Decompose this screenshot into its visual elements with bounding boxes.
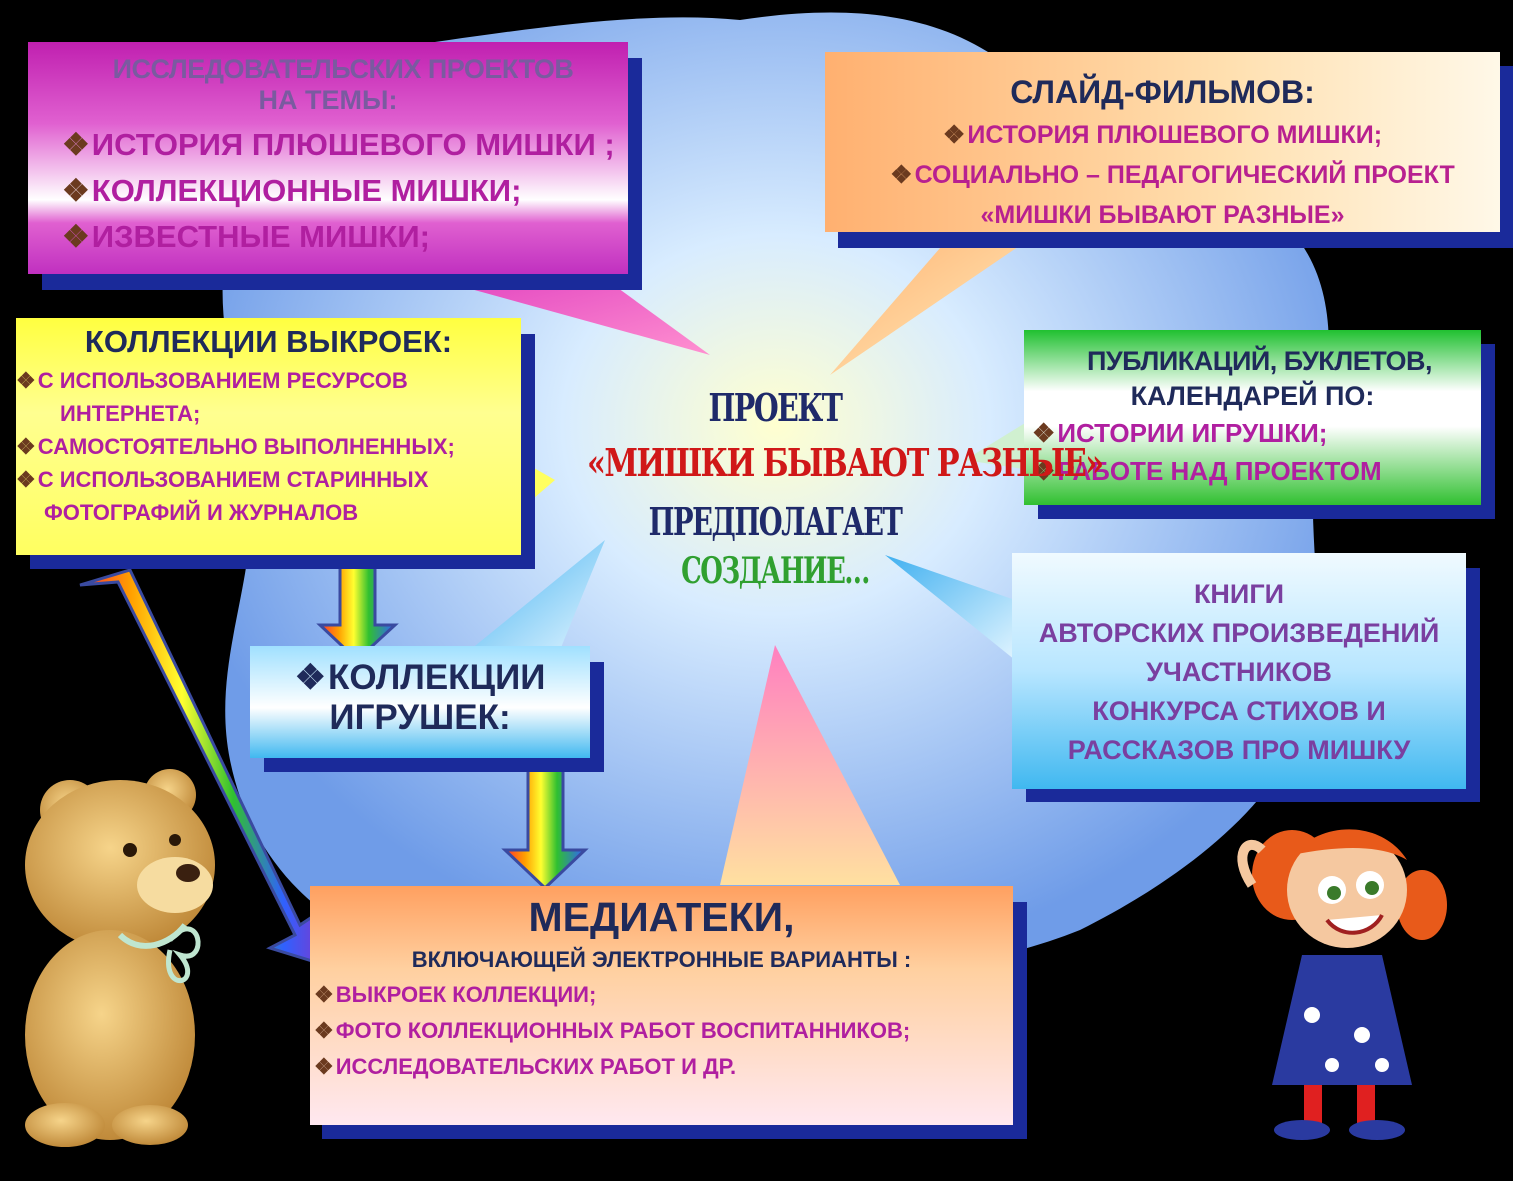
slides-tail-text: «Мишки бывают разные» — [980, 201, 1345, 229]
diamond-bullet-icon: ❖ — [62, 127, 90, 162]
list-item: ❖История плюшевого мишки ; — [62, 127, 615, 162]
center-line-3: предполагает — [648, 499, 903, 544]
diamond-bullet-icon: ❖ — [890, 161, 913, 189]
list-item: ❖История плюшевого мишки; — [942, 121, 1383, 149]
center-text: Проект «Мишки бывают разные» предполагае… — [540, 385, 1104, 592]
toys-box: ❖Коллекции игрушек: — [250, 646, 590, 758]
diamond-bullet-icon: ❖ — [314, 1018, 334, 1043]
list-item: ❖Социально – педагогический проект — [890, 161, 1455, 189]
research-tail — [420, 275, 710, 355]
books-line: конкурса стихов и — [1092, 696, 1386, 726]
books-tail — [885, 555, 1015, 660]
publications-box: Публикаций, буклетов, календарей по: ❖Ис… — [1024, 330, 1481, 505]
books-line: Книги — [1193, 579, 1285, 609]
publications-tail — [965, 420, 1030, 470]
list-item: ❖Самостоятельно выполненных; — [16, 434, 455, 459]
diamond-bullet-icon: ❖ — [16, 467, 36, 492]
diamond-bullet-icon: ❖ — [62, 219, 90, 254]
list-item: ❖Коллекционные мишки; — [62, 173, 522, 208]
diamond-bullet-icon: ❖ — [1032, 456, 1056, 486]
center-line-1: Проект — [708, 385, 843, 430]
books-box: Книги авторских произведений участников … — [1012, 553, 1466, 789]
publications-title-2: календарей по: — [1130, 381, 1375, 411]
diamond-bullet-icon: ❖ — [16, 368, 36, 393]
diamond-bullet-icon: ❖ — [16, 434, 36, 459]
list-item: ❖С использованием ресурсов — [16, 368, 408, 393]
slides-tail — [830, 225, 1050, 375]
diamond-bullet-icon: ❖ — [942, 121, 966, 149]
media-subtitle: включающей электронные варианты : — [411, 947, 912, 972]
patterns-title: Коллекции выкроек: — [84, 324, 453, 359]
books-line: участников — [1146, 657, 1332, 687]
toys-tail — [470, 540, 605, 650]
list-item: ❖Известные мишки; — [62, 219, 430, 254]
research-title-2: на темы: — [258, 85, 398, 115]
center-line-2: «Мишки бывают разные» — [587, 440, 1104, 485]
patterns-box: Коллекции выкроек: ❖С использованием рес… — [16, 318, 521, 555]
toys-title-1: ❖Коллекции — [294, 658, 546, 697]
toys-title-2: игрушек: — [329, 698, 511, 737]
media-tail — [720, 645, 900, 885]
arrow-patterns-to-toys — [316, 558, 399, 663]
media-box: Медиатеки, включающей электронные вариан… — [310, 886, 1013, 1125]
list-item-continued: интернета; — [60, 401, 201, 426]
diamond-bullet-icon: ❖ — [314, 982, 334, 1007]
list-item: ❖Фото коллекционных работ воспитанников; — [314, 1018, 911, 1043]
diamond-bullet-icon: ❖ — [62, 173, 90, 208]
slides-box: Слайд-фильмов: ❖История плюшевого мишки;… — [825, 52, 1500, 232]
diamond-bullet-icon: ❖ — [1032, 418, 1056, 448]
list-item: ❖Истории игрушки; — [1032, 418, 1328, 448]
list-item: ❖Работе над проектом — [1032, 456, 1382, 486]
list-item: ❖Выкроек коллекции; — [314, 982, 597, 1007]
slides-title: Слайд-фильмов: — [1010, 74, 1315, 110]
diamond-bullet-icon: ❖ — [294, 658, 326, 697]
center-line-4: создание… — [681, 550, 870, 592]
list-item-continued: фотографий и журналов — [44, 500, 359, 525]
media-title: Медиатеки, — [528, 894, 795, 940]
research-box: исследовательских проектов на темы: ❖Ист… — [28, 42, 628, 274]
girl-image — [1237, 829, 1447, 1140]
list-item: ❖Исследовательских работ и др. — [314, 1054, 737, 1079]
books-line: авторских произведений — [1038, 618, 1440, 648]
list-item: ❖С использованием старинных — [16, 467, 429, 492]
books-line: рассказов про мишку — [1067, 735, 1411, 765]
publications-title-1: Публикаций, буклетов, — [1086, 346, 1433, 376]
research-title-1: исследовательских проектов — [112, 54, 574, 84]
teddy-bear-image — [25, 769, 215, 1147]
diamond-bullet-icon: ❖ — [314, 1054, 334, 1079]
